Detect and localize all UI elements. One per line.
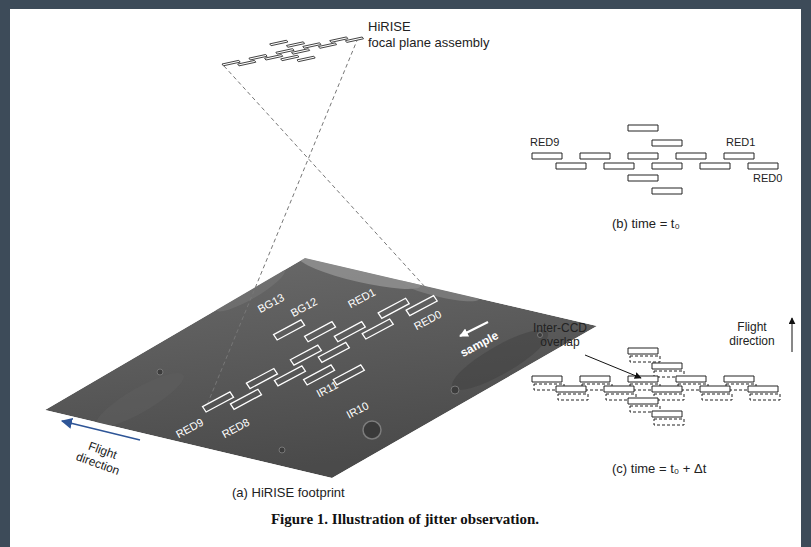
crater — [363, 421, 381, 439]
crater — [279, 447, 285, 453]
projection-line — [207, 38, 358, 405]
projection-line — [224, 66, 436, 299]
flight-arrow — [62, 421, 140, 440]
crater — [157, 369, 163, 375]
direction-label: Flight direction — [721, 321, 783, 349]
crater — [451, 386, 459, 394]
ridge — [297, 248, 422, 295]
panel-caption: (b) time = t₀ — [612, 217, 680, 232]
mars-terrain — [45, 248, 597, 478]
footprint-ccds — [186, 261, 452, 443]
light-patch — [91, 365, 190, 436]
ridge — [399, 274, 480, 306]
component-label: HiRISE — [368, 20, 411, 35]
focal-plane-ccds — [216, 26, 369, 77]
ccd-layout — [532, 125, 778, 194]
ccd-label: RED1 — [726, 136, 755, 149]
ccd-label: RED0 — [753, 172, 782, 185]
panel-caption: (c) time = t₀ + Δt — [612, 462, 706, 477]
flight-arrow — [792, 318, 793, 352]
ccd-label: RED9 — [530, 136, 559, 149]
ccd-layout — [532, 348, 778, 417]
terrain-ground — [45, 258, 597, 478]
figure-ground — [10, 9, 801, 547]
callout-label: Inter-CCD overlap — [527, 322, 593, 350]
leader-arrow — [585, 355, 641, 378]
panel-caption: (a) HiRISE footprint — [232, 486, 345, 501]
component-label: focal plane assembly — [368, 36, 489, 51]
figure-caption: Figure 1. Illustration of jitter observa… — [271, 511, 539, 528]
light-patch — [211, 262, 289, 318]
